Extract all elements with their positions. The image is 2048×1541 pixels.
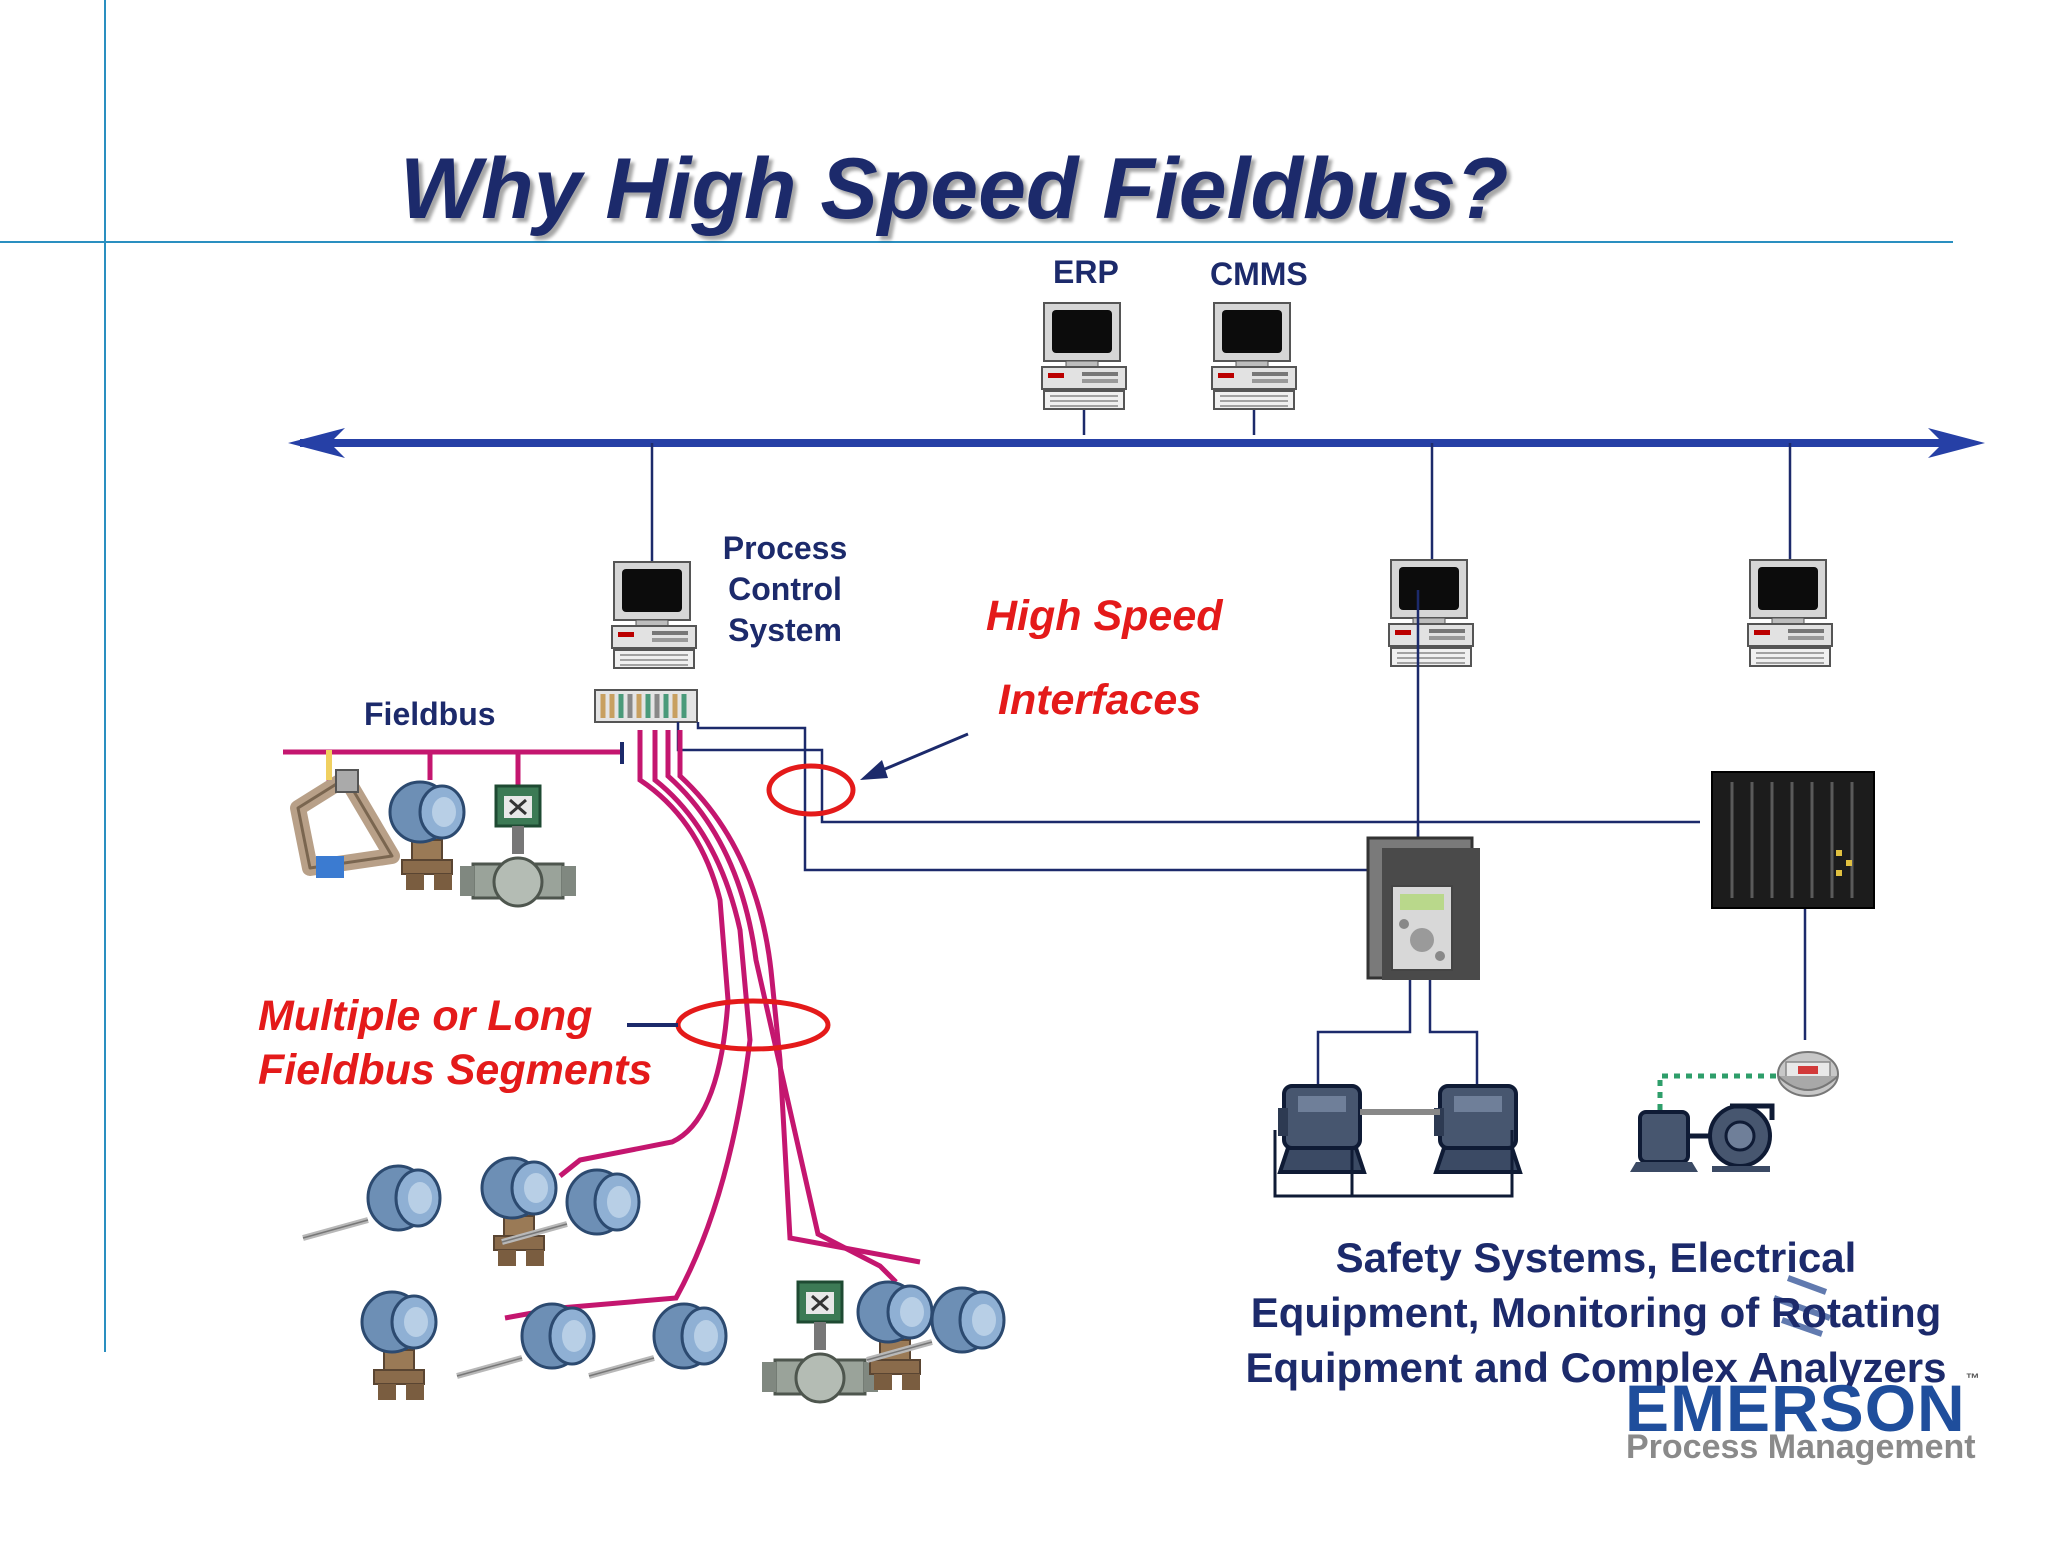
pcs-line-1: Process (722, 530, 848, 566)
segments-label-line-2: Fieldbus Segments (258, 1046, 653, 1094)
interfaces-pointer-arrow (860, 732, 969, 780)
cmms-label: CMMS (1210, 256, 1308, 292)
high-speed-label: High Speed (986, 592, 1223, 640)
pressure-transmitter-icon (480, 1156, 558, 1268)
pressure-transmitter-icon (388, 780, 466, 892)
vibration-sensor-icon (1777, 1051, 1839, 1097)
pcs-computer-icon (611, 561, 697, 669)
pressure-transmitter-icon (360, 1290, 438, 1402)
temperature-transmitter-icon (303, 1166, 440, 1238)
plant-network-bus (288, 428, 1985, 458)
sensor-link (1657, 1073, 1780, 1110)
high-speed-interface-wires (676, 590, 1807, 1090)
segments-label-line-1: Multiple or Long (258, 992, 593, 1040)
caption-line-1: Safety Systems, Electrical (1335, 1234, 1857, 1281)
caption-line-3: Equipment and Complex Analyzers (1245, 1344, 1947, 1391)
erp-label: ERP (1053, 254, 1119, 290)
fieldbus-segments-ellipse (675, 998, 831, 1052)
erp-computer-icon (1041, 302, 1127, 410)
analyzer-computer-icon (1747, 559, 1833, 667)
motor-base (1273, 1130, 1514, 1198)
safety-computer-icon (1388, 559, 1474, 667)
trademark-symbol: ™ (1965, 1370, 1981, 1386)
control-valve-icon (458, 784, 578, 908)
safety-system-icon (1366, 836, 1480, 980)
motor-icon (1432, 1084, 1522, 1174)
process-management-tagline: Process Management (1626, 1428, 1976, 1466)
emerson-logo-mark-icon (1772, 1275, 1832, 1337)
controller-panel-icon (1711, 771, 1875, 909)
pcs-line-2: Control (728, 571, 842, 607)
cmms-computer-icon (1211, 302, 1297, 410)
page-title: Why High Speed Fieldbus? (400, 141, 1509, 237)
interfaces-label: Interfaces (998, 676, 1202, 724)
application-areas-caption: Safety Systems, Electrical Equipment, Mo… (1196, 1230, 1996, 1395)
pressure-transmitter-icon (856, 1280, 934, 1392)
pcs-line-3: System (728, 612, 842, 648)
pump-icon (1630, 1103, 1775, 1172)
high-speed-interface-ellipse (766, 763, 856, 817)
network-drops (650, 410, 1792, 562)
emerson-brand: EMERSON (1625, 1371, 1966, 1445)
io-rack-icon (594, 689, 698, 723)
process-control-system-label: Process Control System (700, 528, 870, 651)
fieldbus-label: Fieldbus (364, 696, 496, 732)
flowmeter-icon (290, 750, 400, 878)
emerson-logo: EMERSON™ (1625, 1370, 1981, 1446)
temperature-transmitter-icon (589, 1304, 726, 1376)
caption-line-2: Equipment, Monitoring of Rotating (1250, 1289, 1942, 1336)
